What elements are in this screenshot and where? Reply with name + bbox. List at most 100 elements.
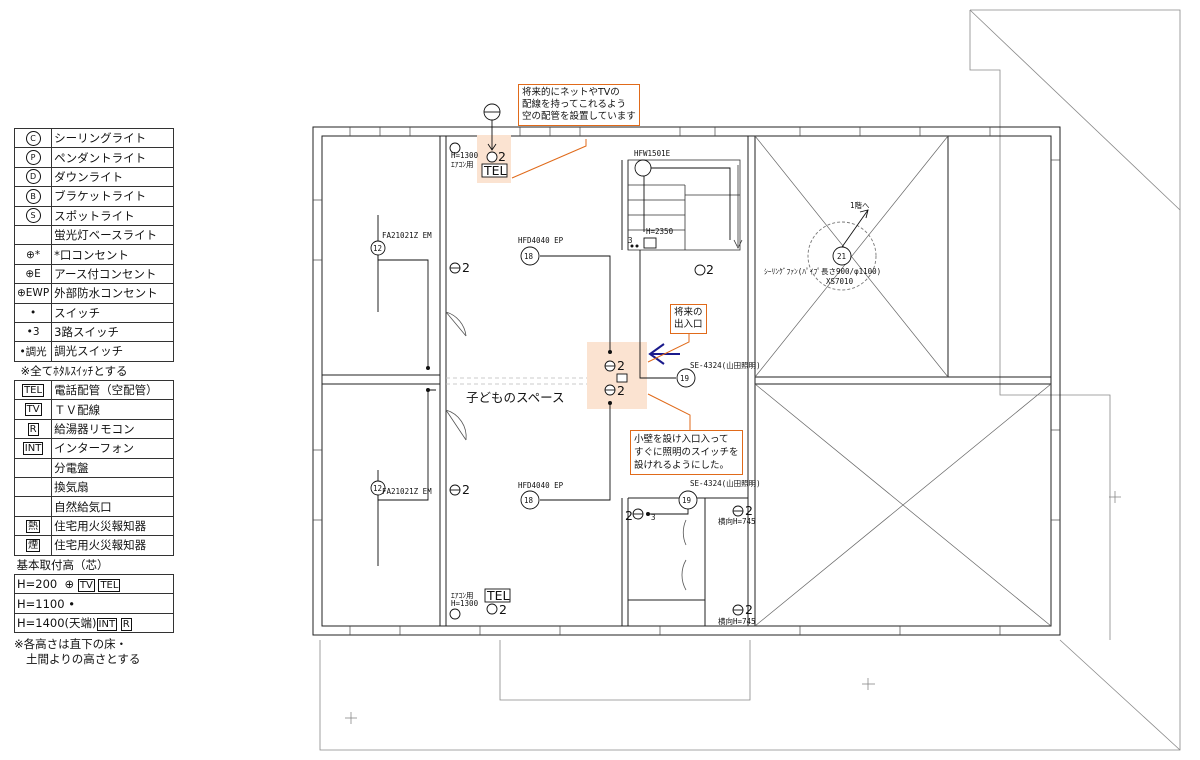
- legend-row: 熱住宅用火災報知器: [13, 515, 174, 537]
- legend-label: インターフォン: [51, 438, 174, 459]
- staircase: [627, 159, 743, 251]
- legend-symbol-icon: TV: [13, 399, 53, 420]
- outlet-icon: [694, 264, 706, 276]
- label-h745-b: 横向H=745: [718, 616, 756, 626]
- label-hfd-top: HFD4040 EP: [518, 236, 564, 245]
- label-h745-a: 横向H=745: [718, 516, 756, 526]
- legend-symbol-icon: TEL: [13, 380, 53, 401]
- pendant-light-icon: [520, 246, 540, 266]
- label-fa-bottom: FA21021Z EM: [382, 487, 432, 496]
- wall-annotation: 小壁を設け入口入って すぐに照明のスイッチを 設けれるようにした。: [630, 430, 743, 475]
- window-ticks: [313, 127, 1060, 635]
- legend-symbol-icon: ⊕E: [13, 263, 53, 285]
- svg-text:2: 2: [617, 383, 625, 398]
- legend-symbol-icon: P: [13, 147, 53, 168]
- svg-text:2: 2: [706, 262, 714, 277]
- legend-symbol-icon: S: [13, 205, 53, 226]
- legend-symbol-icon: D: [13, 166, 53, 188]
- label-fan-num: 21: [837, 252, 846, 261]
- aircon-outlet-icon: [449, 142, 461, 154]
- aircon-outlet-icon: [449, 608, 461, 620]
- svg-text:2: 2: [462, 260, 470, 275]
- label-three-b: 3: [651, 513, 656, 522]
- legend-note-switches: ※全てﾎﾀﾙｽｲｯﾁとする: [20, 363, 128, 378]
- label-hfd-bottom: HFD4040 EP: [518, 481, 564, 490]
- outlet-counts: 2 2 2 2 2 2 2 2 2 2: [462, 149, 753, 617]
- fixtures: [370, 103, 877, 620]
- label-ceiling-top: 19: [680, 374, 689, 383]
- legend-label: 換気扇: [51, 477, 174, 498]
- legend-row: 分電盤: [13, 457, 174, 479]
- legend-heights-title: 基本取付高（芯）: [16, 557, 109, 572]
- ceiling-light-icon: [370, 240, 386, 256]
- tel-label-bottom: TEL: [486, 588, 510, 603]
- label-aircon-top: ｴｱｺﾝ用: [451, 160, 474, 169]
- legend-label: アース付コンセント: [51, 263, 174, 285]
- svg-text:2: 2: [498, 149, 506, 164]
- svg-text:2: 2: [745, 602, 753, 617]
- legend-row: 煙住宅用火災報知器: [13, 535, 174, 556]
- label-xs7010: XS7010: [826, 277, 854, 286]
- legend-row: •調光調光スイッチ: [13, 341, 174, 362]
- bracket-light-icon: [634, 159, 652, 177]
- doors: [445, 311, 687, 591]
- legend-h1100: H=1100 •: [14, 593, 174, 614]
- svg-text:2: 2: [462, 482, 470, 497]
- legend-symbol-icon: ⊕*: [13, 244, 53, 265]
- legend-h1400: H=1400(天端)INT R: [14, 612, 174, 634]
- label-to-first-floor: 1階へ: [850, 200, 870, 210]
- label-se-top: SE-4324(山田照明): [690, 360, 761, 370]
- label-ceiling-bottom: 19: [682, 496, 691, 505]
- label-pendant-bottom: 18: [524, 496, 534, 505]
- legend-label: 調光スイッチ: [51, 341, 174, 362]
- ceiling-light-icon: [676, 368, 696, 388]
- legend-symbol-icon: R: [13, 418, 53, 440]
- legend-label: ペンダントライト: [51, 147, 174, 168]
- legend-row: 自然給気口: [13, 496, 174, 517]
- legend-label: ブラケットライト: [51, 186, 174, 207]
- legend-label: 外部防水コンセント: [51, 283, 174, 304]
- label-aircon-bottom: ｴｱｺﾝ用: [451, 591, 474, 600]
- legend-label: ダウンライト: [51, 166, 174, 188]
- walls: [312, 126, 1061, 636]
- legend-row: 換気扇: [13, 477, 174, 498]
- label-h1300-top: H=1300: [451, 151, 479, 160]
- legend-footnote: ※各高さは直下の床・ 土間よりの高さとする: [14, 637, 141, 667]
- void-crosses: [754, 135, 1052, 627]
- label-fa-num-top: 12: [373, 244, 382, 253]
- legend-label: スポットライト: [51, 205, 174, 226]
- switch-dots: [426, 244, 650, 516]
- label-fa-num-bottom: 12: [373, 484, 382, 493]
- legend-row: 蛍光灯ベースライト: [13, 224, 174, 246]
- label-pendant-top: 18: [524, 252, 534, 261]
- label-se-bottom: SE-4324(山田照明): [690, 478, 761, 488]
- legend-symbol-icon: 煙: [13, 535, 53, 556]
- legend-label: 電話配管（空配管）: [51, 380, 174, 401]
- label-three: 3: [628, 236, 633, 245]
- legend-symbol-icon: •調光: [13, 341, 53, 362]
- fixture-details: [450, 111, 869, 611]
- outlet-icon: [486, 603, 498, 615]
- legend-symbol-icon: 熱: [13, 515, 53, 537]
- wiring: [377, 167, 731, 515]
- entrance-annotation: 将来の 出入口: [670, 304, 707, 334]
- walls-inner: [446, 377, 622, 385]
- svg-text:2: 2: [625, 508, 633, 523]
- label-hfw: HFW1501E: [634, 149, 671, 158]
- svg-text:2: 2: [617, 358, 625, 373]
- legend-label: 自然給気口: [51, 496, 174, 517]
- legend-row: •スイッチ: [13, 302, 174, 323]
- tel-boxes: TEL TEL: [481, 163, 511, 603]
